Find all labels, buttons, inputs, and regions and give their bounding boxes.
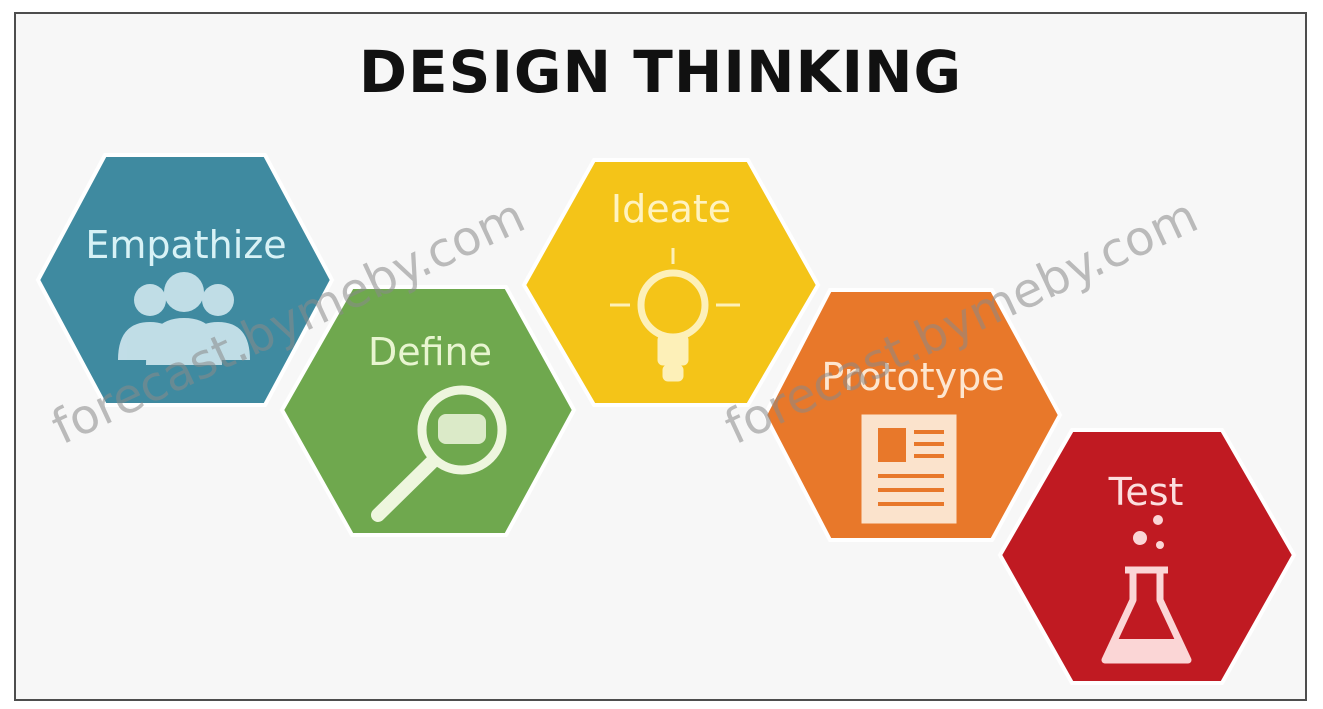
flask-icon [1101,515,1192,664]
step-ideate: Ideate [521,158,821,407]
empathize-label: Empathize [85,223,286,267]
prototype-label: Prototype [821,355,1004,399]
step-test: Test [997,428,1297,685]
step-empathize: Empathize [35,153,335,407]
test-hexagon [997,428,1297,685]
step-prototype: Prototype [762,288,1063,542]
ideate-hexagon [521,158,821,407]
users-icon [118,272,250,365]
diagram-title: DESIGN THINKING [358,38,963,106]
ideate-label: Ideate [611,187,731,231]
define-label: Define [368,330,492,374]
step-define: Define [279,285,577,537]
magnifier-icon [371,385,507,522]
test-label: Test [1108,470,1184,514]
lightbulb-icon [610,248,740,382]
document-icon [861,414,957,524]
